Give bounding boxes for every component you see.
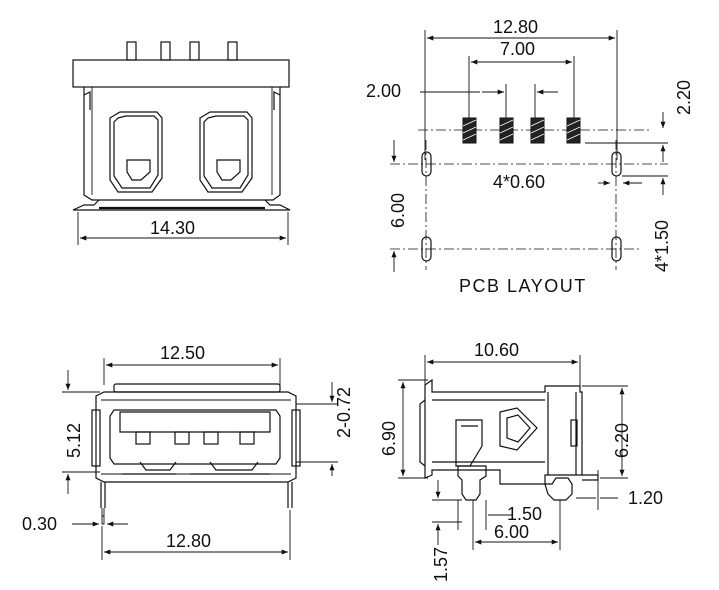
front-width-label: 14.30	[150, 218, 195, 238]
pcb-outer-width-label: 12.80	[493, 17, 538, 37]
pcb-inner-width-label: 7.00	[500, 39, 535, 59]
end-height-label: 5.12	[64, 423, 84, 458]
pcb-layout-view: 12.80 7.00 2.00 2.20	[366, 17, 694, 296]
side-peg-offset-label: 1.50	[507, 504, 542, 524]
pcb-pitch-label: 2.00	[366, 81, 401, 101]
side-height-right-label: 6.20	[612, 423, 632, 458]
pcb-height-label: 6.00	[388, 193, 408, 228]
end-pin-label: 0.30	[22, 514, 57, 534]
end-tab-label: 2-0.72	[334, 387, 354, 438]
end-top-width-label: 12.50	[160, 343, 205, 363]
side-lead-label: 1.20	[628, 488, 663, 508]
end-bottom-width-label: 12.80	[166, 531, 211, 551]
side-peg-span-label: 6.00	[494, 522, 529, 542]
pcb-pads	[462, 117, 581, 144]
pcb-row-offset-label: 2.20	[674, 80, 694, 115]
front-view: 14.30	[72, 41, 291, 245]
side-length-label: 10.60	[474, 340, 519, 360]
side-peg-height-label: 1.57	[431, 547, 451, 582]
pcb-pad-width-label: 4*0.60	[493, 172, 545, 192]
pcb-slot-length-label: 4*1.50	[652, 220, 672, 272]
side-view: 10.60 6.90 6.20 1.20	[379, 340, 663, 582]
end-view: 12.50 5.12 2	[22, 343, 354, 560]
pcb-layout-title: PCB LAYOUT	[459, 276, 587, 296]
side-height-left-label: 6.90	[379, 421, 399, 456]
